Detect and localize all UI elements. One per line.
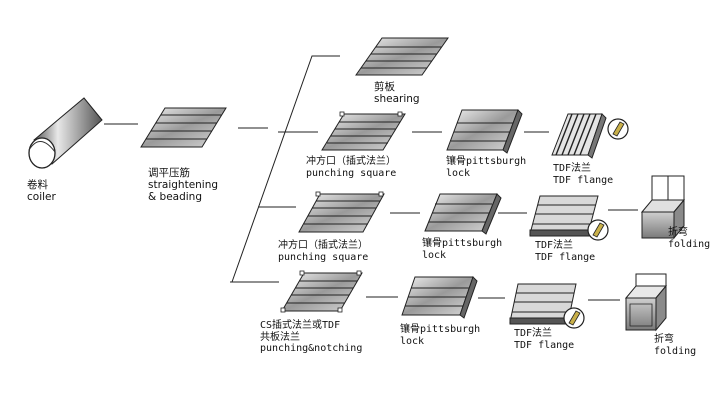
folding-graphic-2: [640, 175, 686, 240]
folding-label-2: 折弯 folding: [668, 227, 710, 250]
punching-label-1-zh: 冲方口（插式法兰）: [306, 156, 396, 167]
tdf-flange-graphic-2: [529, 195, 609, 241]
pittsburgh-label-2-zh: 镶骨pittsburgh: [422, 238, 503, 249]
tdf-label-2-en: TDF flange: [535, 251, 596, 263]
tdf-label-1-zh: TDF法兰: [553, 163, 592, 174]
punching-label-2-en: punching square: [278, 251, 369, 263]
flow-connectors: [104, 55, 638, 301]
tdf-label-3-zh: TDF法兰: [514, 328, 553, 339]
pittsburgh-label-1: 镶骨pittsburgh lock: [446, 156, 526, 179]
tdf-flange-graphic-3: [509, 283, 585, 329]
notching-label-zh1: CS插式法兰或TDF: [260, 320, 341, 331]
notching-label: CS插式法兰或TDF 共板法兰 punching&notching: [260, 320, 362, 355]
pittsburgh-lock-graphic-3: [401, 276, 478, 319]
tdf-label-2: TDF法兰 TDF flange: [535, 240, 595, 263]
tdf-label-1: TDF法兰 TDF flange: [553, 163, 613, 186]
tdf-label-2-zh: TDF法兰: [535, 240, 574, 251]
tdf-label-1-en: TDF flange: [553, 174, 614, 186]
punching-label-1-en: punching square: [306, 167, 397, 179]
straightening-label-en1: straightening: [148, 179, 219, 192]
pittsburgh-label-1-en: lock: [446, 167, 471, 179]
pittsburgh-label-3-zh: 镶骨pittsburgh: [400, 324, 481, 335]
shearing-label-en: shearing: [374, 93, 420, 106]
pittsburgh-label-3: 镶骨pittsburgh lock: [400, 324, 480, 347]
folding-label-2-zh: 折弯: [668, 227, 688, 238]
punching-sheet-graphic-2: [298, 191, 385, 233]
shearing-sheet-graphic: [355, 37, 449, 76]
coiler-label-zh: 卷料: [27, 179, 48, 191]
notching-label-en: punching&notching: [260, 343, 363, 354]
straightening-label-en2: & beading: [148, 191, 202, 204]
straightening-label-zh: 调平压筋: [148, 167, 190, 179]
straightening-sheet-graphic: [140, 107, 227, 148]
pittsburgh-label-3-en: lock: [400, 335, 425, 347]
punching-label-2-zh: 冲方口（插式法兰）: [278, 240, 368, 251]
pittsburgh-lock-graphic-1: [446, 109, 523, 154]
pittsburgh-label-2: 镶骨pittsburgh lock: [422, 238, 502, 261]
notching-label-zh2: 共板法兰: [260, 331, 300, 343]
punching-sheet-graphic-1: [321, 111, 406, 151]
coiler-graphic: [28, 97, 103, 169]
folding-label-2-en: folding: [668, 238, 711, 250]
folding-label-3-zh: 折弯: [654, 334, 674, 345]
pittsburgh-label-2-en: lock: [422, 249, 447, 261]
punching-label-1: 冲方口（插式法兰） punching square: [306, 156, 396, 179]
folding-label-3: 折弯 folding: [654, 334, 696, 357]
folding-graphic-3: [624, 273, 668, 332]
punching-label-2: 冲方口（插式法兰） punching square: [278, 240, 368, 263]
shearing-label: 剪板 shearing: [374, 81, 420, 105]
notching-sheet-graphic: [280, 270, 363, 313]
straightening-label: 调平压筋 straightening & beading: [148, 167, 218, 203]
tdf-label-3: TDF法兰 TDF flange: [514, 328, 574, 351]
pittsburgh-lock-graphic-2: [424, 193, 502, 235]
tdf-flange-graphic-1: [551, 113, 629, 159]
tdf-label-3-en: TDF flange: [514, 339, 575, 351]
coiler-label-en: coiler: [27, 191, 56, 204]
shearing-label-zh: 剪板: [374, 81, 395, 93]
coiler-label: 卷料 coiler: [27, 179, 56, 203]
pittsburgh-label-1-zh: 镶骨pittsburgh: [446, 156, 527, 167]
folding-label-3-en: folding: [654, 345, 697, 357]
